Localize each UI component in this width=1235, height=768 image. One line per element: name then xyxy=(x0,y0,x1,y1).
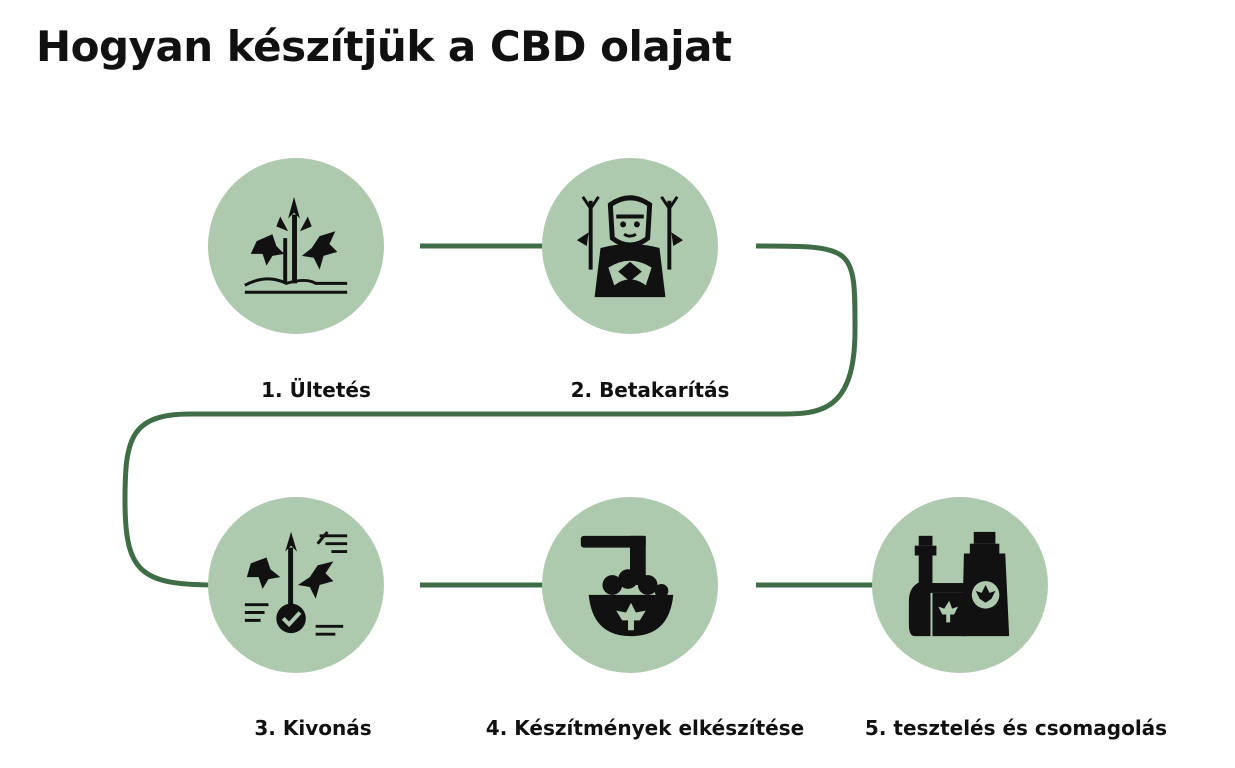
step-label: 4. Készítmények elkészítése xyxy=(485,716,805,740)
step-label: 3. Kivonás xyxy=(254,716,372,740)
step-circle xyxy=(872,497,1048,673)
mixing-bowl-icon xyxy=(580,535,674,637)
extraction-icon xyxy=(244,530,348,636)
step-label: 5. tesztelés és csomagolás xyxy=(864,716,1168,740)
step-circle xyxy=(542,158,718,334)
harvester-icon xyxy=(576,195,684,298)
step-circle xyxy=(542,497,718,673)
step-circle xyxy=(208,497,384,673)
plant-icon xyxy=(244,196,348,294)
page-title: Hogyan készítjük a CBD olajat xyxy=(36,22,732,71)
step-circle xyxy=(208,158,384,334)
step-label: 1. Ültetés xyxy=(261,378,371,402)
step-label: 2. Betakarítás xyxy=(570,378,730,402)
packaging-icon xyxy=(908,531,1010,637)
